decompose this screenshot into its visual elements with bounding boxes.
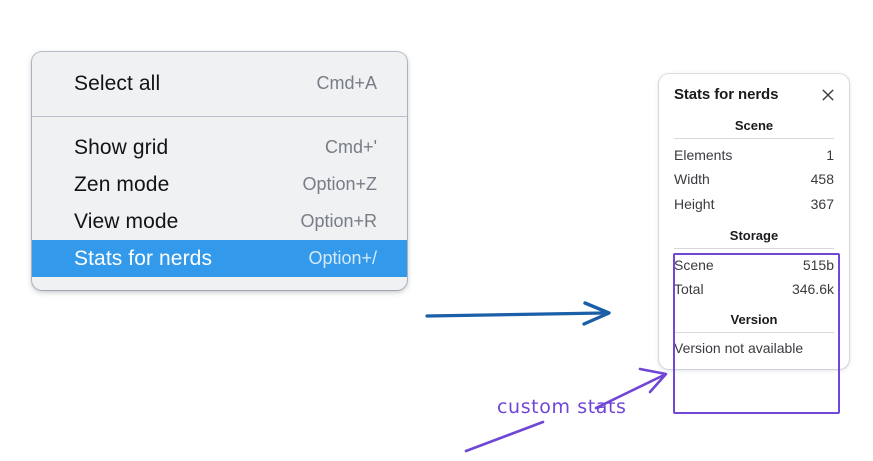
section-rule <box>674 247 834 249</box>
stats-panel-title: Stats for nerds <box>674 86 779 103</box>
stats-row-key: Total <box>674 281 704 298</box>
stats-row-value: 367 <box>810 195 834 212</box>
menu-item-view-mode[interactable]: View mode Option+R <box>32 203 407 240</box>
stats-section-storage: Storage Scene 515b Total 346.6k <box>669 226 839 302</box>
menu-item-shortcut: Cmd+A <box>316 73 377 93</box>
stats-row-elements: Elements 1 <box>669 143 839 167</box>
menu-item-stats-for-nerds[interactable]: Stats for nerds Option+/ <box>32 240 407 277</box>
close-icon[interactable] <box>820 87 836 103</box>
menu-item-label: View mode <box>74 209 179 233</box>
menu-item-label: Stats for nerds <box>74 246 213 270</box>
stats-row-key: Scene <box>674 256 714 273</box>
menu-item-select-all[interactable]: Select all Cmd+A <box>32 65 407 102</box>
stats-panel-header: Stats for nerds <box>669 86 839 103</box>
menu-item-label: Zen mode <box>74 172 170 196</box>
menu-item-shortcut: Option+/ <box>308 248 377 268</box>
stats-row-storage-scene: Scene 515b <box>669 253 839 277</box>
stats-row-value: 515b <box>802 256 834 273</box>
stats-row-value: 346.6k <box>791 281 834 298</box>
stats-row-storage-total: Total 346.6k <box>669 277 839 301</box>
stats-row-width: Width 458 <box>669 167 839 191</box>
menu-item-show-grid[interactable]: Show grid Cmd+' <box>32 129 407 166</box>
annotation-label-custom-stats: custom stats <box>497 396 627 418</box>
section-rule <box>674 332 834 334</box>
menu-group-2: Show grid Cmd+' Zen mode Option+Z View m… <box>32 117 407 290</box>
blue-arrow-annotation <box>425 301 611 326</box>
canvas-context-menu[interactable]: Select all Cmd+A Show grid Cmd+' Zen mod… <box>32 52 407 290</box>
menu-item-label: Show grid <box>74 135 169 159</box>
stats-for-nerds-panel: Stats for nerds Scene Elements 1 Width 4… <box>659 74 849 370</box>
menu-item-label: Select all <box>74 71 161 95</box>
menu-item-shortcut: Cmd+' <box>325 137 377 157</box>
stats-row-value: 1 <box>826 147 834 163</box>
stats-row-key: Height <box>674 195 715 212</box>
stats-section-scene: Scene Elements 1 Width 458 Height 367 <box>669 116 839 216</box>
section-rule <box>674 138 834 139</box>
stats-row-key: Width <box>674 171 710 188</box>
menu-divider <box>32 116 407 117</box>
stats-row-key: Elements <box>674 147 733 163</box>
section-title: Storage <box>729 227 779 243</box>
section-title: Version <box>730 312 778 328</box>
stats-row-height: Height 367 <box>669 192 839 216</box>
menu-item-shortcut: Option+Z <box>302 174 377 194</box>
stats-section-version: Version Version not available <box>669 310 839 357</box>
purple-underline-annotation <box>464 420 545 453</box>
menu-group-1: Select all Cmd+A <box>32 52 407 116</box>
menu-item-zen-mode[interactable]: Zen mode Option+Z <box>32 166 407 203</box>
section-title: Scene <box>734 118 774 133</box>
stats-row-value: 458 <box>810 171 834 188</box>
menu-item-shortcut: Option+R <box>300 211 377 231</box>
stats-row-version-value: Version not available <box>674 340 804 357</box>
